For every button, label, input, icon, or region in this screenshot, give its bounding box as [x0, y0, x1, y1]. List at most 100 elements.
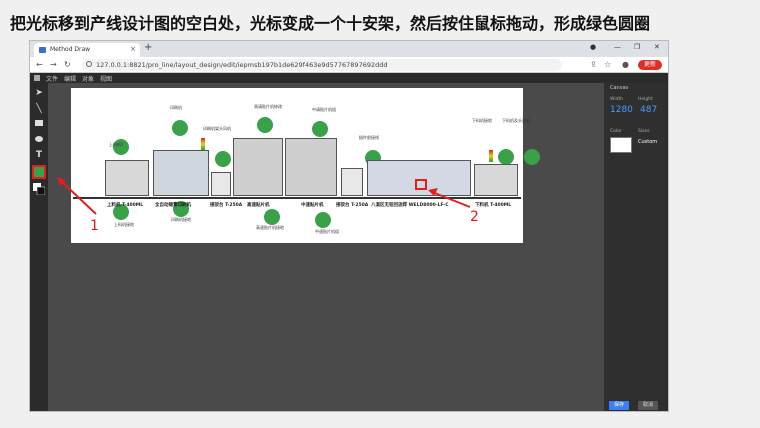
label-printer-fan: 印刷机架头风机 [203, 126, 231, 131]
annotation-number-2: 2 [470, 209, 479, 225]
canvas-properties-panel: Canvas Width Height 1280 487 Color Sizes… [604, 83, 668, 411]
back-icon[interactable]: ← [36, 60, 43, 69]
menu-view[interactable]: 视图 [100, 76, 113, 83]
select-tool-icon[interactable]: ➤ [35, 88, 43, 98]
green-circle-ms-mounter[interactable] [312, 121, 328, 137]
site-info-icon[interactable] [86, 61, 92, 67]
target-red-box [415, 179, 427, 190]
minimize-icon[interactable]: — [614, 43, 621, 51]
label-hs-ground: 高速贴片机接地 [256, 225, 284, 230]
reload-icon[interactable]: ↻ [64, 60, 71, 69]
green-circle-feeder-ground[interactable] [113, 204, 129, 220]
arrow-1-head [57, 177, 66, 186]
rect-tool-icon[interactable] [33, 119, 45, 131]
share-icon[interactable]: ⇪ [590, 60, 597, 69]
circle-tool-icon[interactable] [32, 165, 46, 179]
green-circle-unloader[interactable] [498, 149, 514, 165]
ellipse-tool-icon[interactable] [33, 135, 45, 147]
green-circle-printer-ground[interactable] [173, 201, 189, 217]
new-tab-button[interactable]: + [144, 42, 153, 53]
save-button[interactable]: 保存 [609, 401, 629, 410]
unloader-signal-tower-icon [489, 150, 493, 162]
menu-object[interactable]: 对象 [82, 76, 95, 83]
production-line-diagram[interactable]: 印刷机 周请贴片机修改 中请贴片机组 印刷机架头风机 插件前接线 下料机接地 下… [71, 88, 540, 243]
height-label: Height [638, 97, 653, 102]
update-button[interactable]: 更新 [638, 60, 662, 70]
favicon-icon [39, 47, 46, 53]
green-circle-hs-ground[interactable] [264, 209, 280, 225]
reflow-oven [367, 160, 471, 196]
green-circle-feeder[interactable] [113, 139, 129, 155]
panel-title: Canvas [610, 85, 629, 91]
forward-icon[interactable]: → [50, 60, 57, 69]
unloader-machine [474, 164, 518, 196]
width-value[interactable]: 1280 [610, 105, 633, 115]
caption-hs-mounter: 高速贴片机 [247, 203, 270, 208]
label-unloader: 下料机接地 [472, 118, 492, 123]
tab-method-draw[interactable]: Method Draw × [34, 43, 140, 57]
caption-conveyor-1: 接驳台 T-250A [210, 203, 243, 208]
close-tab-icon[interactable]: × [130, 45, 136, 53]
caption-conveyor-2: 接驳台 T-250A [336, 203, 369, 208]
menu-edit[interactable]: 编辑 [64, 76, 77, 83]
cancel-button[interactable]: 取消 [638, 401, 658, 410]
caption-ms-mounter: 中速贴片机 [301, 203, 324, 208]
label-hs-mounter: 周请贴片机修改 [254, 104, 282, 109]
green-circle-hs-mounter[interactable] [257, 117, 273, 133]
arrow-1-line [59, 179, 97, 215]
label-feeder-ground: 上料机接地 [114, 222, 134, 227]
maximize-icon[interactable]: ❐ [634, 43, 641, 51]
address-bar: ← → ↻ 127.0.0.1:8821/pro_line/layout_des… [30, 57, 668, 73]
color-label: Color [610, 129, 622, 134]
bookmark-star-icon[interactable]: ☆ [604, 60, 612, 69]
ms-mounter-machine [285, 138, 337, 196]
green-circle-unloader-fan[interactable] [524, 149, 540, 165]
tab-bar: Method Draw × + ● — ❐ ✕ [30, 41, 668, 57]
label-ms-mounter: 中请贴片机组 [312, 107, 336, 112]
caption-reflow: 八温区无铅回流焊 WELD8000-LF-C [371, 203, 449, 208]
caption-feeder: 上料机 T-400ML [107, 203, 144, 208]
label-printer-ground: 印刷机接地 [171, 217, 191, 222]
rect-shape [35, 120, 43, 126]
url-field[interactable]: 127.0.0.1:8821/pro_line/layout_design/ed… [82, 59, 562, 71]
label-printer: 印刷机 [170, 105, 182, 110]
annotation-number-1: 1 [90, 218, 99, 234]
sizes-select[interactable]: Custom [638, 139, 658, 145]
circle-tool-glyph [34, 167, 44, 177]
green-circle-printer[interactable] [172, 120, 188, 136]
account-icon[interactable]: ● [622, 60, 629, 69]
width-label: Width [610, 97, 624, 102]
height-value[interactable]: 487 [640, 105, 658, 115]
line-tool-icon[interactable]: ╲ [36, 104, 42, 114]
caption-unloader: 下料机 T-400ML [475, 203, 512, 208]
label-insert: 插件前接线 [359, 135, 379, 140]
arrow-2-line [431, 191, 471, 208]
tab-title: Method Draw [50, 46, 91, 53]
profile-dot-icon[interactable]: ● [590, 43, 597, 51]
label-unloader-fan: 下料机及头风机 [502, 118, 530, 123]
menu-bar: 文件 编辑 对象 视图 [30, 73, 668, 83]
printer-signal-tower-icon [201, 138, 205, 150]
conveyor-1 [211, 172, 231, 196]
conveyor-2 [341, 168, 363, 196]
printer-machine [153, 150, 209, 196]
ellipse-shape [35, 136, 43, 142]
tool-bar: ➤ ╲ T [30, 83, 48, 411]
app-logo-icon [34, 75, 40, 81]
sizes-label: Sizes [638, 129, 650, 134]
instruction-heading: 把光标移到产线设计图的空白处，光标变成一个十安架，然后按住鼠标拖动，形成绿色圆圈 [10, 14, 651, 33]
label-ms-ground: 中速贴片机组 [315, 229, 339, 234]
menu-file[interactable]: 文件 [46, 76, 59, 83]
green-circle-ms-ground[interactable] [315, 212, 331, 228]
text-tool-icon[interactable]: T [35, 150, 43, 160]
caption-printer: 全自动锡膏印刷机 [155, 203, 191, 208]
window-close-icon[interactable]: ✕ [654, 43, 660, 51]
arrow-2-head [428, 188, 438, 196]
canvas-color-swatch[interactable] [610, 137, 632, 153]
label-feeder: 上料机1 [109, 142, 124, 147]
green-circle-printer-fan[interactable] [215, 151, 231, 167]
hs-mounter-machine [233, 138, 283, 196]
feeder-machine [105, 160, 149, 196]
floor-line [73, 197, 521, 199]
